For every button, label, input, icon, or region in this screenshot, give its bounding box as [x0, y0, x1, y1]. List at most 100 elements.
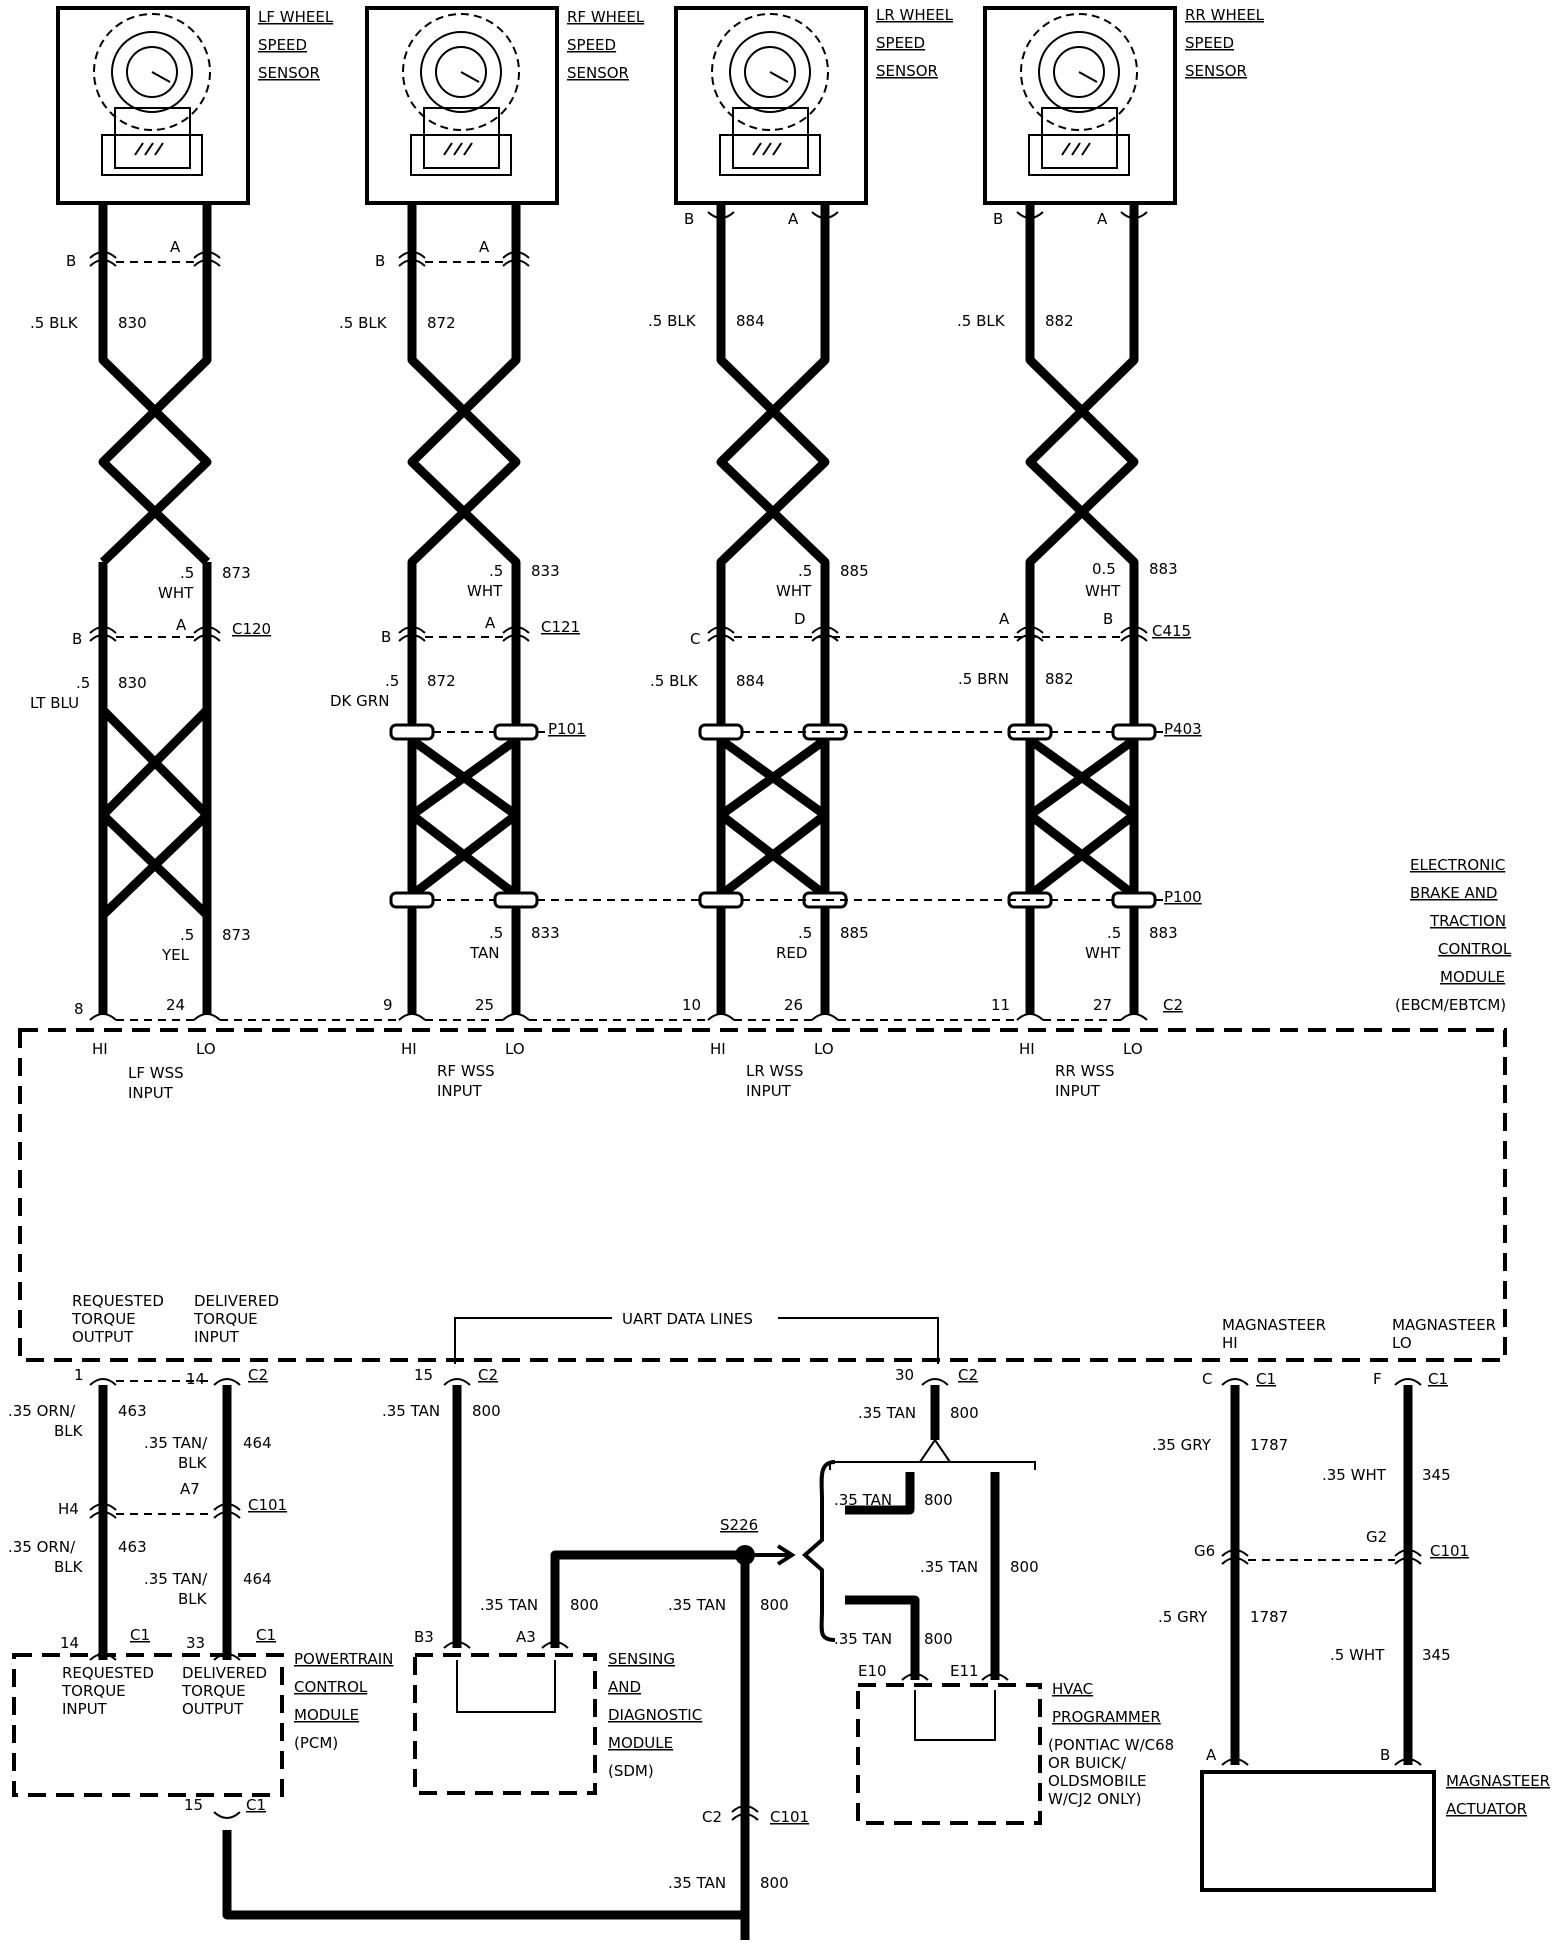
hi-lf: HI [92, 1040, 108, 1058]
lr-wire3-size: .5 BLK [650, 672, 699, 690]
hvac-box [856, 1683, 1042, 1825]
pin-a-lr: A [788, 210, 799, 228]
rf-pin-l: B [381, 628, 391, 646]
hvac-label: HVAC PROGRAMMER [1052, 1680, 1161, 1726]
c101-a: C101 [248, 1496, 287, 1514]
pin-a-act: A [1206, 1746, 1217, 1764]
tan-800-h: .35 TAN [834, 1630, 892, 1648]
p15-pcm: 15 [184, 1796, 203, 1814]
rr-wire4-size: .5 [1107, 924, 1121, 942]
pin-b-rr: B [993, 210, 1003, 228]
c2-left: C2 [248, 1366, 268, 1384]
gry35: .35 GRY [1152, 1436, 1212, 1454]
svg-text:TRACTION: TRACTION [1429, 912, 1506, 930]
lf-wire2-size: .5 [180, 564, 194, 582]
svg-text:TORQUE: TORQUE [71, 1310, 136, 1328]
s226-dot [735, 1545, 755, 1565]
c101-right: C101 [1430, 1542, 1469, 1560]
c101-mid: C101 [770, 1808, 809, 1826]
tan-800-e: .35 TAN [858, 1404, 916, 1422]
rf-wire1: .5 BLK [339, 314, 388, 332]
lf-wire3-size: .5 [76, 674, 90, 692]
svg-text:CONTROL: CONTROL [1438, 940, 1512, 958]
tan-800-c: .35 TAN [668, 1596, 726, 1614]
pin-f: F [1373, 1370, 1382, 1388]
p33: 33 [186, 1634, 205, 1652]
svg-text:REQUESTED: REQUESTED [62, 1664, 154, 1682]
rr-wire4-color: WHT [1085, 944, 1121, 962]
wire-lr-pair-bottom [716, 736, 830, 899]
lf-num1: 830 [118, 314, 147, 332]
b3: B3 [414, 1628, 434, 1646]
hvac-note: (PONTIAC W/C68 OR BUICK/ OLDSMOBILE W/CJ… [1048, 1736, 1174, 1808]
lo-rf: LO [505, 1040, 525, 1058]
sensor-lf-title-3: SENSOR [258, 64, 320, 82]
tan-800-b: .35 TAN [480, 1596, 538, 1614]
svg-text:MODULE: MODULE [608, 1734, 673, 1752]
sensor-rr [983, 6, 1177, 205]
p14b: 14 [60, 1634, 79, 1652]
p403-label: P403 [1164, 720, 1202, 738]
p15-c2: 15 [414, 1366, 433, 1384]
wire-rf-pair [407, 203, 521, 1015]
tan-800-d: .35 TAN [668, 1874, 726, 1892]
pin-a-rr: A [1097, 210, 1108, 228]
rf-num3: 872 [427, 672, 456, 690]
wire-rr-pair [1025, 203, 1139, 1015]
lr-num1: 884 [736, 312, 765, 330]
c1-mag-hi: C1 [1256, 1370, 1276, 1388]
svg-text:MODULE: MODULE [1440, 968, 1505, 986]
svg-text:PROGRAMMER: PROGRAMMER [1052, 1708, 1161, 1726]
svg-text:OUTPUT: OUTPUT [182, 1700, 244, 1718]
n800-d: 800 [760, 1874, 789, 1892]
ebcm-conn: C2 [1163, 996, 1183, 1014]
svg-text:HI: HI [1222, 1334, 1238, 1352]
req-torque-out-label: REQUESTED TORQUE OUTPUT [71, 1292, 164, 1346]
wht5: .5 WHT [1330, 1646, 1385, 1664]
rr-num3: 882 [1045, 670, 1074, 688]
pin-hi-lr: 10 [682, 996, 701, 1014]
input-rf-1: RF WSS [437, 1062, 495, 1080]
svg-text:MODULE: MODULE [294, 1706, 359, 1724]
g6: G6 [1194, 1542, 1215, 1560]
lf-wire2-color: WHT [158, 584, 194, 602]
svg-text:ELECTRONIC: ELECTRONIC [1410, 856, 1505, 874]
c1-a: C1 [130, 1626, 150, 1644]
n800-c: 800 [760, 1596, 789, 1614]
uart-label: UART DATA LINES [622, 1310, 753, 1328]
mag-hi-label: MAGNASTEER HI [1222, 1316, 1326, 1352]
rr-wire2-size: 0.5 [1092, 560, 1116, 578]
n463-a: 463 [118, 1402, 147, 1420]
tan-800-a: .35 TAN [382, 1402, 440, 1420]
lf-num3: 830 [118, 674, 147, 692]
sensor-rr-title-3: SENSOR [1185, 62, 1247, 80]
rf-wire4-color: TAN [469, 944, 499, 962]
rf-wire2-size: .5 [489, 562, 503, 580]
pin-a-lf: A [170, 238, 181, 256]
magnasteer-actuator-box [1200, 1770, 1436, 1892]
rr-wire3-size: .5 BRN [958, 670, 1009, 688]
lf-num4: 873 [222, 926, 251, 944]
rf-conn: C121 [541, 618, 580, 636]
tan-800-g: .35 TAN [920, 1558, 978, 1576]
rf-pin-r: A [485, 614, 496, 632]
svg-text:REQUESTED: REQUESTED [72, 1292, 164, 1310]
rr-wire2-color: WHT [1085, 582, 1121, 600]
w464-a: .35 TAN/ [144, 1434, 208, 1452]
hvac-internal [914, 1690, 996, 1741]
w463-b: .35 ORN/ [8, 1538, 76, 1556]
lf-wire4-color: YEL [161, 946, 190, 964]
input-rr-2: INPUT [1055, 1082, 1101, 1100]
rf-num1: 872 [427, 314, 456, 332]
n464-b: 464 [243, 1570, 272, 1588]
wire-rr-pair-bottom [1025, 736, 1139, 899]
svg-text:MAGNASTEER: MAGNASTEER [1446, 1772, 1550, 1790]
sensor-rr-title-2: SPEED [1185, 34, 1234, 52]
mag-act-label: MAGNASTEER ACTUATOR [1446, 1772, 1550, 1818]
s226-arrow [755, 1544, 796, 1566]
pin-a-rf: A [479, 238, 490, 256]
pin-hi-lf: 8 [74, 1000, 84, 1018]
input-lf-2: INPUT [128, 1084, 174, 1102]
e10: E10 [858, 1662, 887, 1680]
s226-label: S226 [720, 1516, 758, 1534]
